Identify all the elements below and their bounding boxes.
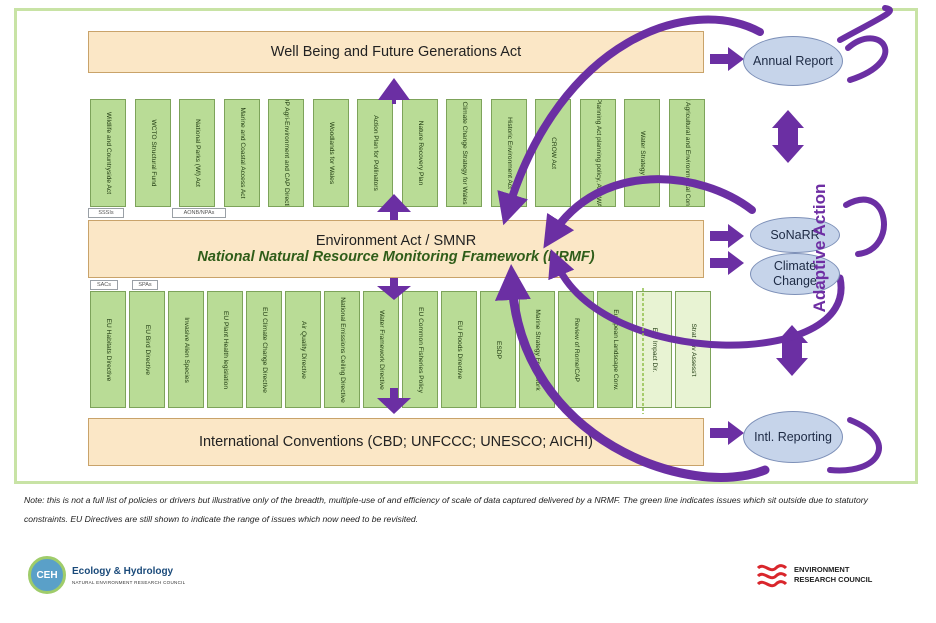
curve-sonarr-to-nrmf — [543, 175, 756, 249]
nerc-logo: ENVIRONMENT RESEARCH COUNCIL — [756, 562, 872, 588]
ceh-badge-icon: CEH — [28, 556, 66, 594]
lower-column: EU Habitats Directive — [90, 291, 126, 408]
ceh-subtitle: NATURAL ENVIRONMENT RESEARCH COUNCIL — [72, 579, 186, 585]
lower-column: Review of Rome/CAP — [558, 291, 594, 408]
middle-bar-environment-act: Environment Act / SMNR National Natural … — [88, 220, 704, 278]
tag-sssis: SSSIs — [88, 208, 124, 218]
upper-column: Action Plan for Pollinators — [357, 99, 393, 207]
arrow-right-annual — [710, 47, 744, 71]
upper-column: WCTO Structural Fund — [134, 99, 171, 207]
upper-column: Good Agricultural and Environmental Cond… — [668, 99, 705, 207]
arrow-right-sonarr — [710, 224, 744, 248]
lower-column: National Emissions Ceiling Directive — [324, 291, 360, 408]
upper-column: Water Strategy — [624, 99, 660, 207]
lower-column: EU Climate Change Directive — [246, 291, 282, 408]
lower-column: ESDP — [480, 291, 516, 408]
lower-column: Invasive Alien Species — [168, 291, 204, 408]
upper-column: Wildlife and Countryside Act — [90, 99, 126, 207]
upper-column: National Parks (Wl) Act — [179, 99, 215, 207]
curve-sonarr-loop — [843, 196, 887, 257]
oval-intl-reporting: Intl. Reporting — [743, 411, 843, 463]
nerc-line1: ENVIRONMENT — [794, 565, 850, 574]
upper-column: Climate Change Strategy for Wales — [446, 99, 482, 207]
arrow-up-to-top-bar — [378, 78, 410, 104]
curve-annual-to-nrmf — [497, 15, 764, 226]
nerc-line2: RESEARCH COUNCIL — [794, 575, 873, 584]
lower-column: EU Bird Directive — [129, 291, 165, 408]
curve-intl-to-nrmf — [494, 264, 770, 482]
upper-column: Woodlands for Wales — [312, 99, 349, 207]
oval-annual-report: Annual Report — [743, 36, 843, 86]
upper-column: CROW Act — [535, 99, 571, 207]
arrow-right-intl — [710, 421, 744, 445]
arrow-right-climate — [710, 251, 744, 275]
tag-aonb: AONB/NPAs — [172, 208, 226, 218]
lower-column: EU Floods Directive — [441, 291, 477, 408]
curve-annual-to-sonarr — [837, 5, 893, 43]
arrow-down-to-bottom — [377, 388, 411, 414]
oval-sonarr: SoNaRR — [750, 217, 840, 253]
lower-column: EU Common Fisheries Policy — [402, 291, 438, 408]
curve-annual-right — [845, 35, 889, 83]
oval-climate-change: Climate Change — [750, 253, 840, 295]
ceh-name: Ecology & Hydrology — [72, 565, 174, 577]
upper-column: EDP Agri-Environment and CAP Directive — [268, 99, 304, 207]
double-arrow-upper — [772, 110, 804, 163]
footnote: Note: this is not a full list of policie… — [24, 495, 868, 524]
upper-column: Marine and Coastal Access Act — [223, 99, 260, 207]
upper-column: Nature Recovery Plan — [401, 99, 438, 207]
nerc-mark-icon — [756, 564, 788, 588]
curve-climate-to-nrmf — [548, 249, 845, 349]
curve-intl-loop — [827, 417, 882, 474]
lower-column: EU Plant Health legislation — [207, 291, 243, 408]
lower-column: Strat Env Assess't — [675, 291, 711, 408]
lower-column: Air Quality Directive — [285, 291, 321, 408]
arrow-up-to-middle — [377, 194, 411, 220]
adaptive-action-label: Adaptive Action — [810, 183, 829, 313]
arrow-down-from-middle — [377, 278, 411, 300]
tag-sacs: SACs — [90, 280, 118, 290]
tag-spas: SPAs — [132, 280, 158, 290]
middle-bar-title: Environment Act / SMNR — [315, 233, 477, 249]
lower-column: Env Impact Dir. — [636, 291, 672, 408]
middle-bar-subtitle: National Natural Resource Monitoring Fra… — [197, 249, 595, 265]
ceh-logo: CEH Ecology & Hydrology NATURAL ENVIRONM… — [28, 556, 185, 594]
